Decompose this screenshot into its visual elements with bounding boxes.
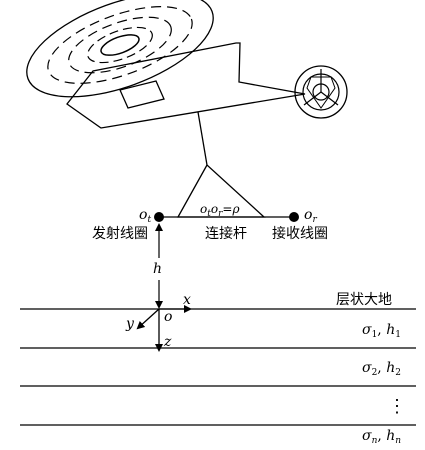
y-axis [136,308,160,330]
layer-ellipsis: ⋮ [388,396,406,417]
z-axis-label: z [163,334,172,350]
transmit-coil-symbol: ot [139,207,151,225]
transmit-coil-dot [154,212,164,222]
main-rotor [26,0,214,98]
transmit-coil-label: 发射线圈 [92,226,148,242]
receive-coil-label: 接收线圈 [272,225,328,242]
layer-1-label: σ1, h1 [362,322,401,340]
tail-rotor [294,65,348,119]
layered-earth-label: 层状大地 [336,292,392,308]
coil-separation-label: otor=ρ [200,202,240,219]
receive-coil-symbol: or [304,207,317,225]
height-label: h [153,261,162,277]
layer-2-label: σ2, h2 [362,360,401,378]
fuselage [66,42,306,129]
rod-label: 连接杆 [205,225,247,242]
x-axis-label: x [183,292,191,308]
origin-label: o [164,309,172,325]
tow-cable [197,111,208,166]
receive-coil-dot [289,212,299,222]
layer-n-label: σn, hn [362,428,401,446]
y-axis-label: y [125,316,135,332]
cockpit-window [119,80,165,109]
